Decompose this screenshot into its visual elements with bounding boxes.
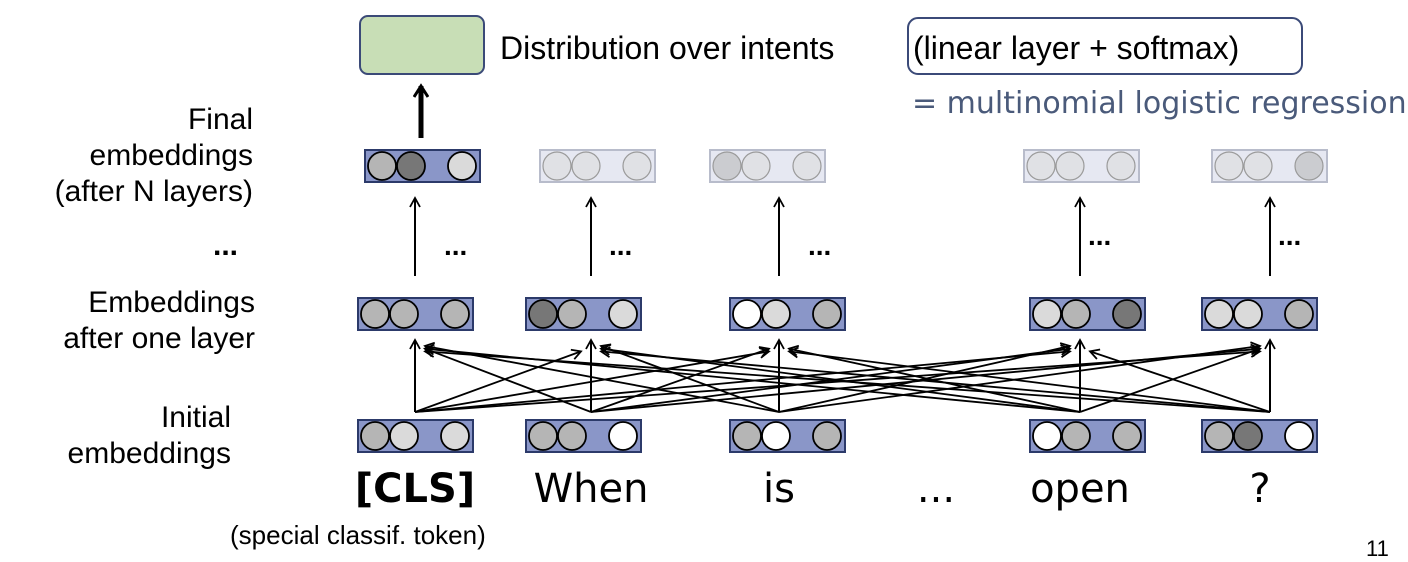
linear-softmax-box [907,17,1303,75]
output-label: Distribution over intents [500,30,835,66]
attention-line-is-to-cls [423,341,780,413]
final-embedding-when-circle-2 [571,151,601,181]
initial-embedding-cls-circle-1 [360,421,390,451]
attention-line-is-to-question [778,341,1262,413]
layers-ellipsis-label: ... [212,229,238,262]
final-embedding-question-circle-2 [1243,151,1273,181]
attention-line-when-to-cls [423,346,592,413]
attention-line-is-to-when [599,343,780,413]
layer1-embedding-question [1201,297,1318,331]
layer1-embedding-cls-circle-1 [360,299,390,329]
final-embedding-is-circle-2 [741,151,771,181]
layer1-embedding-is-circle-1 [732,299,762,329]
layer1-embedding-cls [357,297,474,331]
final-embedding-open-circle-2 [1055,151,1085,181]
initial-embedding-is-circle-3 [812,421,842,451]
initial-embedding-cls [357,419,474,453]
final-embedding-open-circle-3 [1106,151,1136,181]
initial-embedding-cls-circle-3 [440,421,470,451]
embedding-rows [357,149,1328,453]
layer1-embedding-is-circle-2 [761,299,791,329]
attention-line-open-to-is [787,344,1081,413]
initial-embedding-is-circle-2 [761,421,791,451]
layer1-embedding-when-circle-3 [608,299,638,329]
attention-line-question-to-open [1088,348,1271,413]
final-embedding-cls-circle-2 [396,151,426,181]
page-number: 11 [1366,536,1389,561]
layer1-embedding-question-circle-3 [1284,299,1314,329]
final-embedding-cls [364,149,481,183]
final-embedding-question [1211,149,1328,183]
final-embedding-is-circle-1 [712,151,742,181]
token-when: When [533,466,649,512]
token-ellipsis: ... [916,466,956,512]
final-embedding-open-circle-1 [1026,151,1056,181]
layer-ellipsis-cls: ... [444,230,468,261]
layer1-embedding-is [729,297,846,331]
layer-ellipsis-is: ... [808,230,832,261]
initial-embedding-when [525,419,642,453]
final-embedding-when [539,149,656,183]
attention-connections [414,341,1271,413]
attention-line-when-to-is [590,346,771,413]
final-embedding-cls-circle-3 [447,151,477,181]
attention-line-cls-to-open [414,346,1072,413]
layer1-embedding-is-circle-3 [812,299,842,329]
layer-ellipsis-when: ... [609,230,633,261]
layer1-embedding-open [1029,297,1146,331]
intent-distribution-box [359,15,485,75]
layer1-embedding-open-circle-2 [1061,299,1091,329]
layer1-embedding-cls-circle-2 [389,299,419,329]
logistic-regression-note: = multinomial logistic regression [912,86,1407,121]
layer1-embedding-when-circle-2 [557,299,587,329]
layer1-embedding-open-circle-1 [1032,299,1062,329]
initial-embeddings-label: Initial embeddings [67,401,231,470]
final-embedding-is-circle-3 [792,151,822,181]
initial-embedding-open-circle-1 [1032,421,1062,451]
layer-ellipsis-open: ... [1088,220,1112,251]
initial-embedding-question-circle-1 [1204,421,1234,451]
initial-embedding-open [1029,419,1146,453]
token-cls: [CLS] [354,466,476,512]
initial-embedding-open-circle-3 [1112,421,1142,451]
final-embedding-cls-circle-1 [367,151,397,181]
initial-embedding-question [1201,419,1318,453]
token-open: open [1030,466,1130,512]
layer-ellipsis-question: ... [1278,220,1302,251]
initial-embedding-when-circle-1 [528,421,558,451]
after-one-layer-label: Embeddings after one layer [63,286,255,355]
token-is: is [763,466,795,512]
final-embedding-when-circle-1 [542,151,572,181]
initial-embedding-open-circle-2 [1061,421,1091,451]
final-embedding-question-circle-1 [1214,151,1244,181]
initial-embedding-question-circle-2 [1233,421,1263,451]
final-embedding-question-circle-3 [1294,151,1324,181]
layer1-embedding-question-circle-1 [1204,299,1234,329]
final-embeddings-label: Final embeddings (after N layers) [54,103,253,208]
layer1-embedding-when [525,297,642,331]
final-embedding-is [709,149,826,183]
initial-embedding-cls-circle-2 [389,421,419,451]
initial-embedding-is-circle-1 [732,421,762,451]
layer1-embedding-open-circle-3 [1112,299,1142,329]
layer1-embedding-question-circle-2 [1233,299,1263,329]
final-embedding-open [1023,149,1140,183]
initial-embedding-when-circle-2 [557,421,587,451]
attention-line-question-to-is [787,346,1271,413]
linear-softmax-label: (linear layer + softmax) [913,30,1240,66]
token-question: ? [1249,466,1271,512]
attention-line-question-to-when [599,346,1271,413]
initial-embedding-when-circle-3 [608,421,638,451]
attention-line-question-to-cls [423,346,1271,413]
attention-line-open-to-question [1079,346,1262,413]
initial-embedding-is [729,419,846,453]
initial-embedding-question-circle-3 [1284,421,1314,451]
final-embedding-when-circle-3 [622,151,652,181]
layer1-embedding-when-circle-1 [528,299,558,329]
cls-note: (special classif. token) [230,520,486,550]
layer1-embedding-cls-circle-3 [440,299,470,329]
